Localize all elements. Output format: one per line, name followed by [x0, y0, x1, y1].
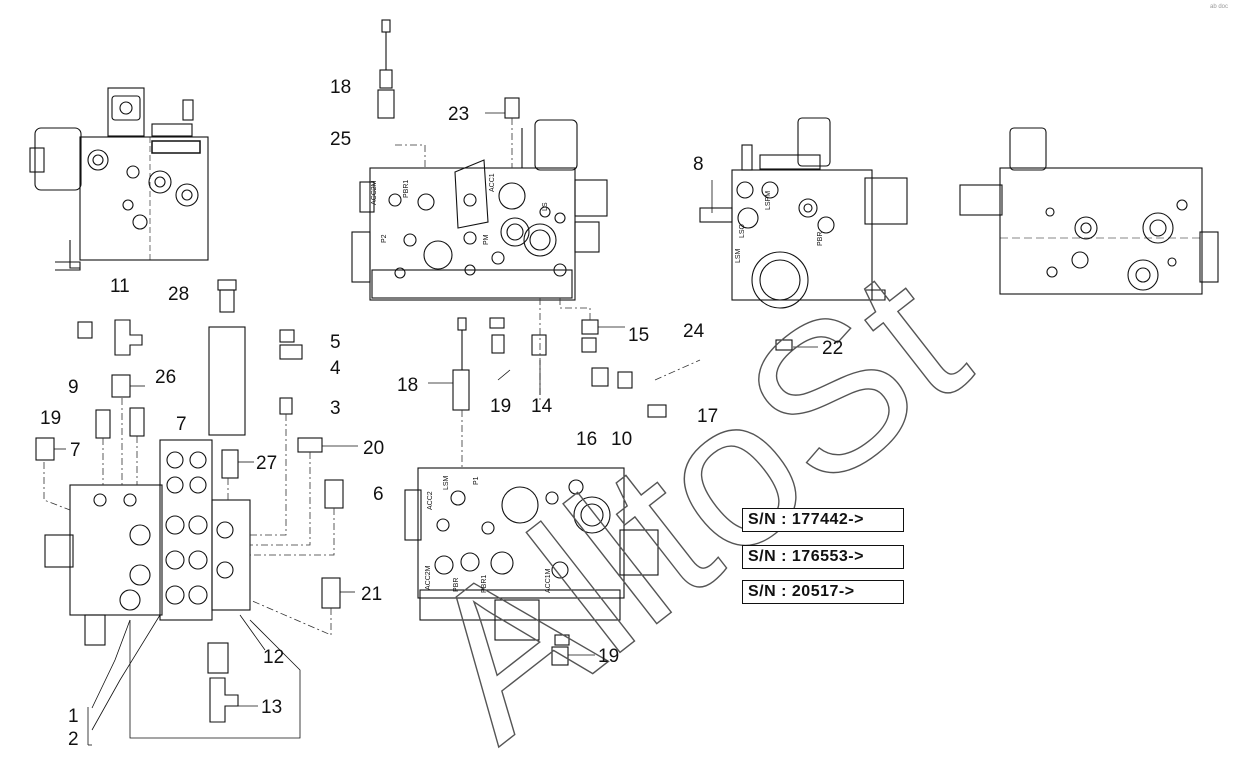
callout-12: 12 [263, 647, 284, 668]
valve-block-bottom-center [404, 467, 659, 641]
port-label: ACC1M [545, 568, 552, 593]
callout-19-bottom: 19 [598, 646, 619, 667]
callout-7-upper: 7 [176, 414, 187, 435]
callout-11: 11 [110, 276, 130, 297]
callout-14: 14 [531, 396, 553, 417]
callout-24: 24 [683, 321, 705, 342]
valve-block-far-right [959, 127, 1219, 295]
callout-18-mid: 18 [397, 375, 418, 396]
callout-5: 5 [330, 332, 341, 353]
port-label: LSPM [765, 191, 772, 210]
callout-17: 17 [697, 406, 718, 427]
port-label: PBR1 [403, 180, 410, 198]
port-label: ACC2M [425, 565, 432, 590]
accumulator-28 [208, 279, 246, 479]
port-label: PM [483, 234, 490, 245]
callout-6: 6 [373, 484, 384, 505]
callout-22: 22 [822, 338, 843, 359]
port-label: P1 [473, 476, 480, 485]
valve-block-top-center [351, 119, 608, 301]
callout-25: 25 [330, 129, 351, 150]
callout-15: 15 [628, 325, 649, 346]
callout-2: 2 [68, 729, 79, 750]
callout-8: 8 [693, 154, 704, 175]
serial-number-box-1: S/N : 177442-> [742, 508, 904, 532]
port-label: ACC2 [427, 491, 434, 510]
port-label: PBR [817, 232, 824, 246]
valve-block-11 [29, 87, 209, 271]
callout-4: 4 [330, 358, 341, 379]
valve-block-right [699, 117, 908, 309]
valve-stack-left [44, 439, 251, 646]
callout-10: 10 [611, 429, 632, 450]
serial-number-box-3: S/N : 20517-> [742, 580, 904, 604]
callout-7-left: 7 [70, 440, 81, 461]
callout-9: 9 [68, 377, 79, 398]
callout-19-left: 19 [40, 408, 61, 429]
port-label: PBR1 [481, 575, 488, 593]
callout-20: 20 [363, 438, 384, 459]
port-label: ACC1 [489, 173, 496, 192]
watermark: AlltoSt [381, 223, 1005, 766]
callout-26: 26 [155, 367, 176, 388]
serial-number-box-2: S/N : 176553-> [742, 545, 904, 569]
callout-21: 21 [361, 584, 382, 605]
callout-1: 1 [68, 706, 79, 727]
leader-lines [54, 112, 818, 746]
callout-19-mid: 19 [490, 396, 511, 417]
piping-routes [43, 118, 701, 636]
port-label: LS [542, 202, 549, 211]
port-label: PBR [453, 578, 460, 592]
callout-27: 27 [256, 453, 277, 474]
svg-text:AlltoSt: AlltoSt [381, 224, 1004, 766]
callout-16: 16 [576, 429, 597, 450]
port-label: LSM [735, 248, 742, 263]
callout-18-top: 18 [330, 77, 351, 98]
callout-3: 3 [330, 398, 341, 419]
callout-23: 23 [448, 104, 469, 125]
port-label: LSM [443, 475, 450, 490]
port-label: P2 [381, 234, 388, 243]
callout-28: 28 [168, 284, 189, 305]
callout-13: 13 [261, 697, 282, 718]
corner-mark: ab doc [1209, 4, 1228, 10]
port-label: ACC2M [371, 180, 378, 205]
port-label: LSO [739, 223, 746, 238]
